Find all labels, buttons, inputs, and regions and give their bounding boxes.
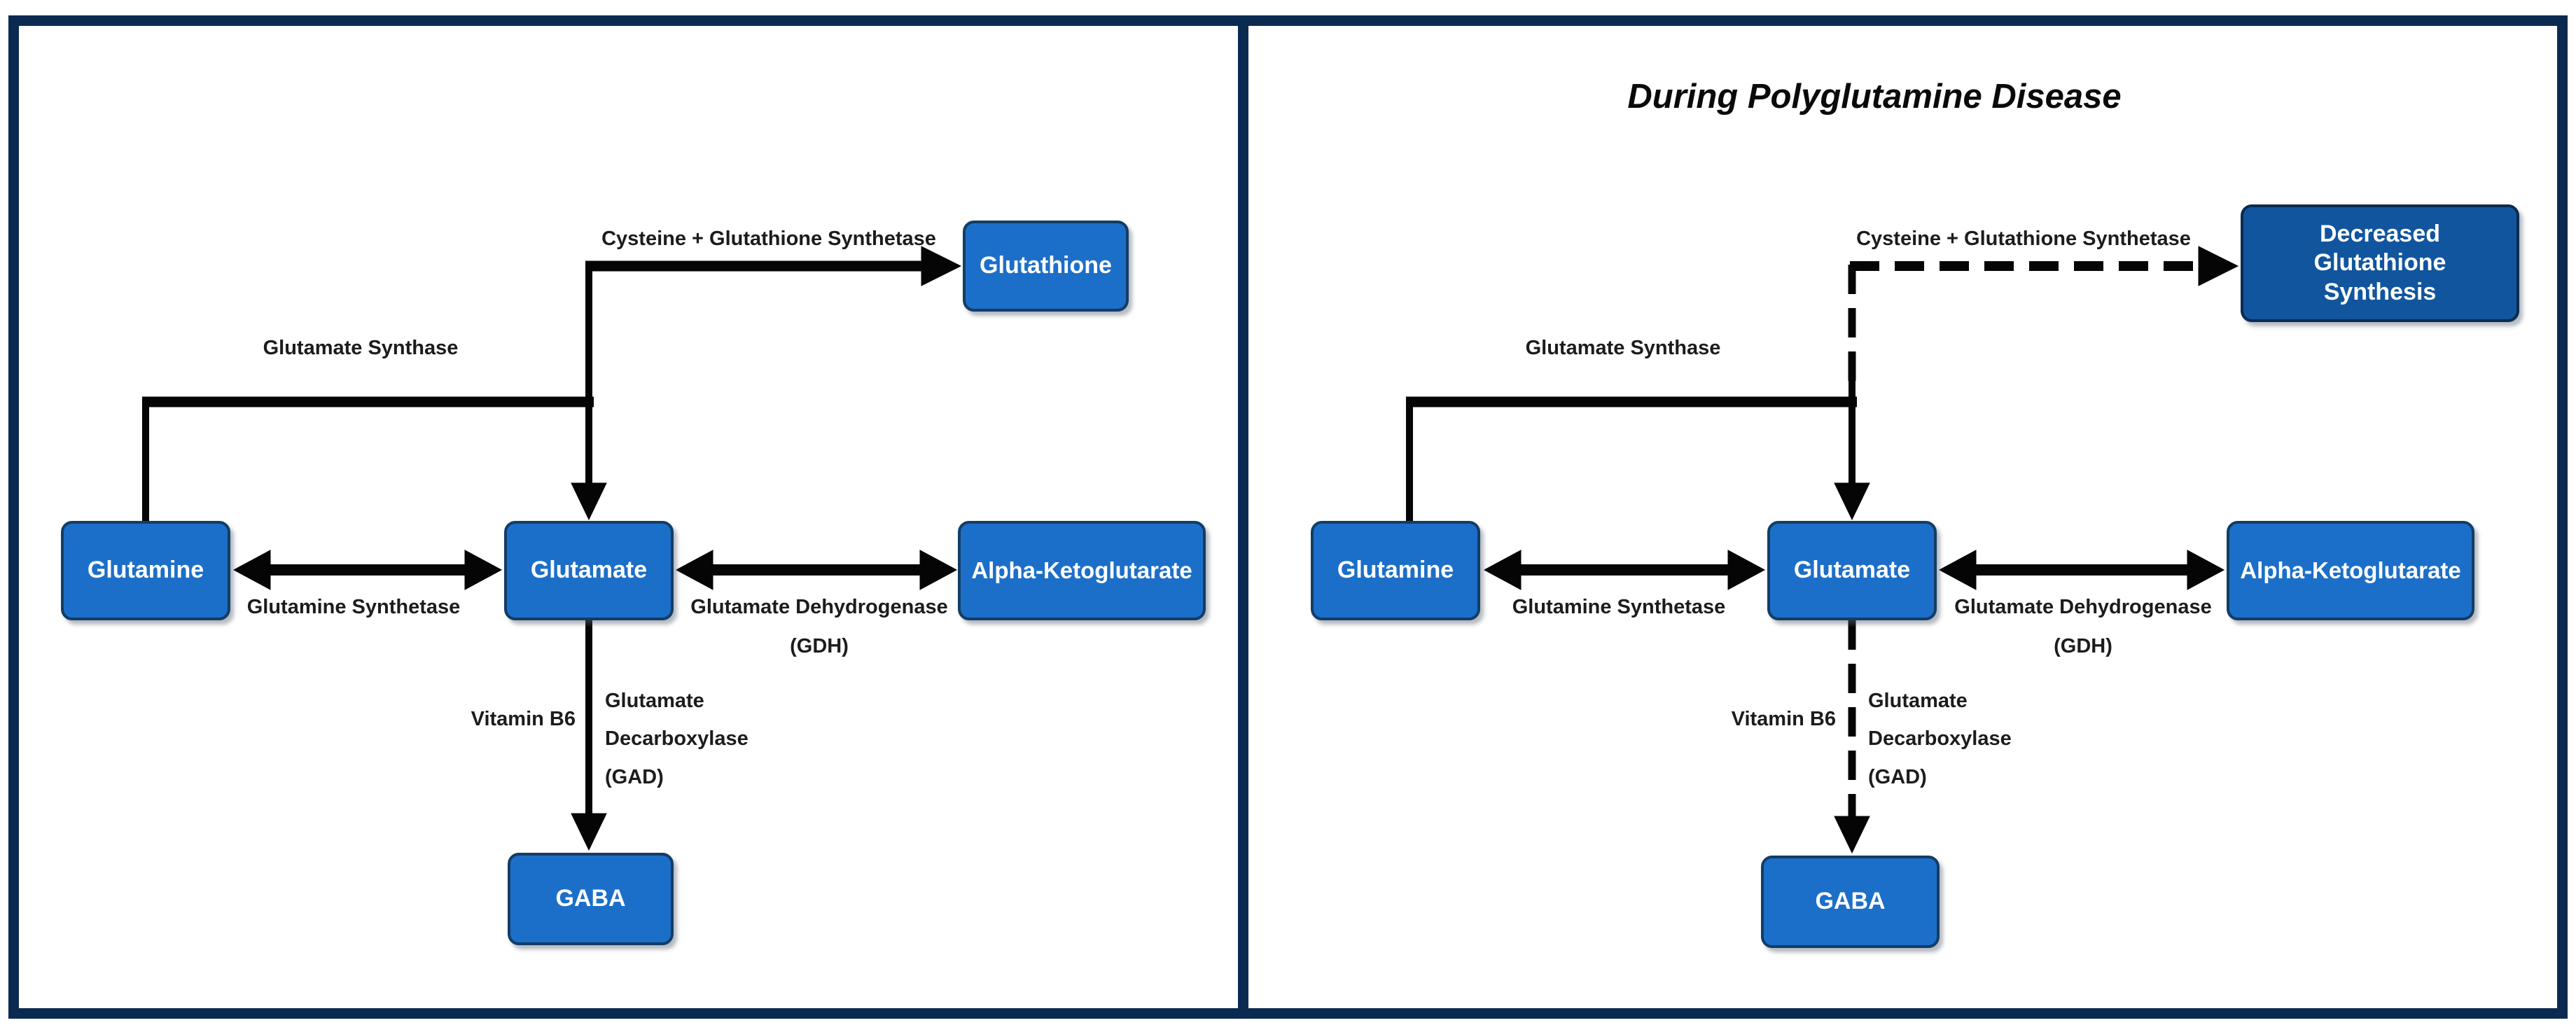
node-alpha-ketoglutarate-right: Alpha-Ketoglutarate	[2227, 521, 2474, 620]
label-vitamin-b6-left: Vitamin B6	[471, 708, 576, 730]
right-panel-title: During Polyglutamine Disease	[1627, 78, 2122, 116]
label-decarboxylase-line1-left: Glutamate	[605, 690, 704, 712]
label-glutamine-synthetase-left: Glutamine Synthetase	[246, 596, 461, 618]
node-glutamate-right: Glutamate	[1767, 521, 1937, 620]
label-vitamin-b6-right: Vitamin B6	[1731, 708, 1836, 730]
node-alpha-ketoglutarate-left: Alpha-Ketoglutarate	[958, 521, 1206, 620]
label-cysteine-glutathione-synthetase-left: Cysteine + Glutathione Synthetase	[601, 228, 936, 250]
label-glutamate-synthase-right: Glutamate Synthase	[1525, 337, 1721, 359]
right-panel-frame	[1238, 15, 2568, 1019]
node-glutathione-left: Glutathione	[963, 221, 1129, 312]
label-cysteine-glutathione-synthetase-right: Cysteine + Glutathione Synthetase	[1856, 228, 2191, 250]
label-glutamate-dehydrogenase-left: Glutamate Dehydrogenase	[690, 596, 948, 618]
label-gdh-abbrev-right: (GDH)	[2054, 635, 2112, 657]
node-gaba-right: GABA	[1761, 856, 1940, 948]
node-glutamate-left: Glutamate	[504, 521, 674, 620]
node-gaba-left: GABA	[508, 853, 674, 945]
node-glutamine-right: Glutamine	[1311, 521, 1480, 620]
label-decarboxylase-line2-right: Decarboxylase	[1868, 727, 2012, 750]
label-decarboxylase-line1-right: Glutamate	[1868, 690, 1968, 712]
label-decarboxylase-line2-left: Decarboxylase	[605, 727, 749, 750]
node-glutamine-left: Glutamine	[61, 521, 230, 620]
label-gad-abbrev-left: (GAD)	[605, 766, 664, 788]
label-gad-abbrev-right: (GAD)	[1868, 766, 1927, 788]
label-gdh-abbrev-left: (GDH)	[790, 635, 849, 657]
node-decreased-glutathione-synthesis: Decreased Glutathione Synthesis	[2241, 204, 2519, 322]
label-glutamate-synthase-left: Glutamate Synthase	[263, 337, 459, 359]
label-glutamate-dehydrogenase-right: Glutamate Dehydrogenase	[1954, 596, 2212, 618]
label-glutamine-synthetase-right: Glutamine Synthetase	[1512, 596, 1726, 618]
